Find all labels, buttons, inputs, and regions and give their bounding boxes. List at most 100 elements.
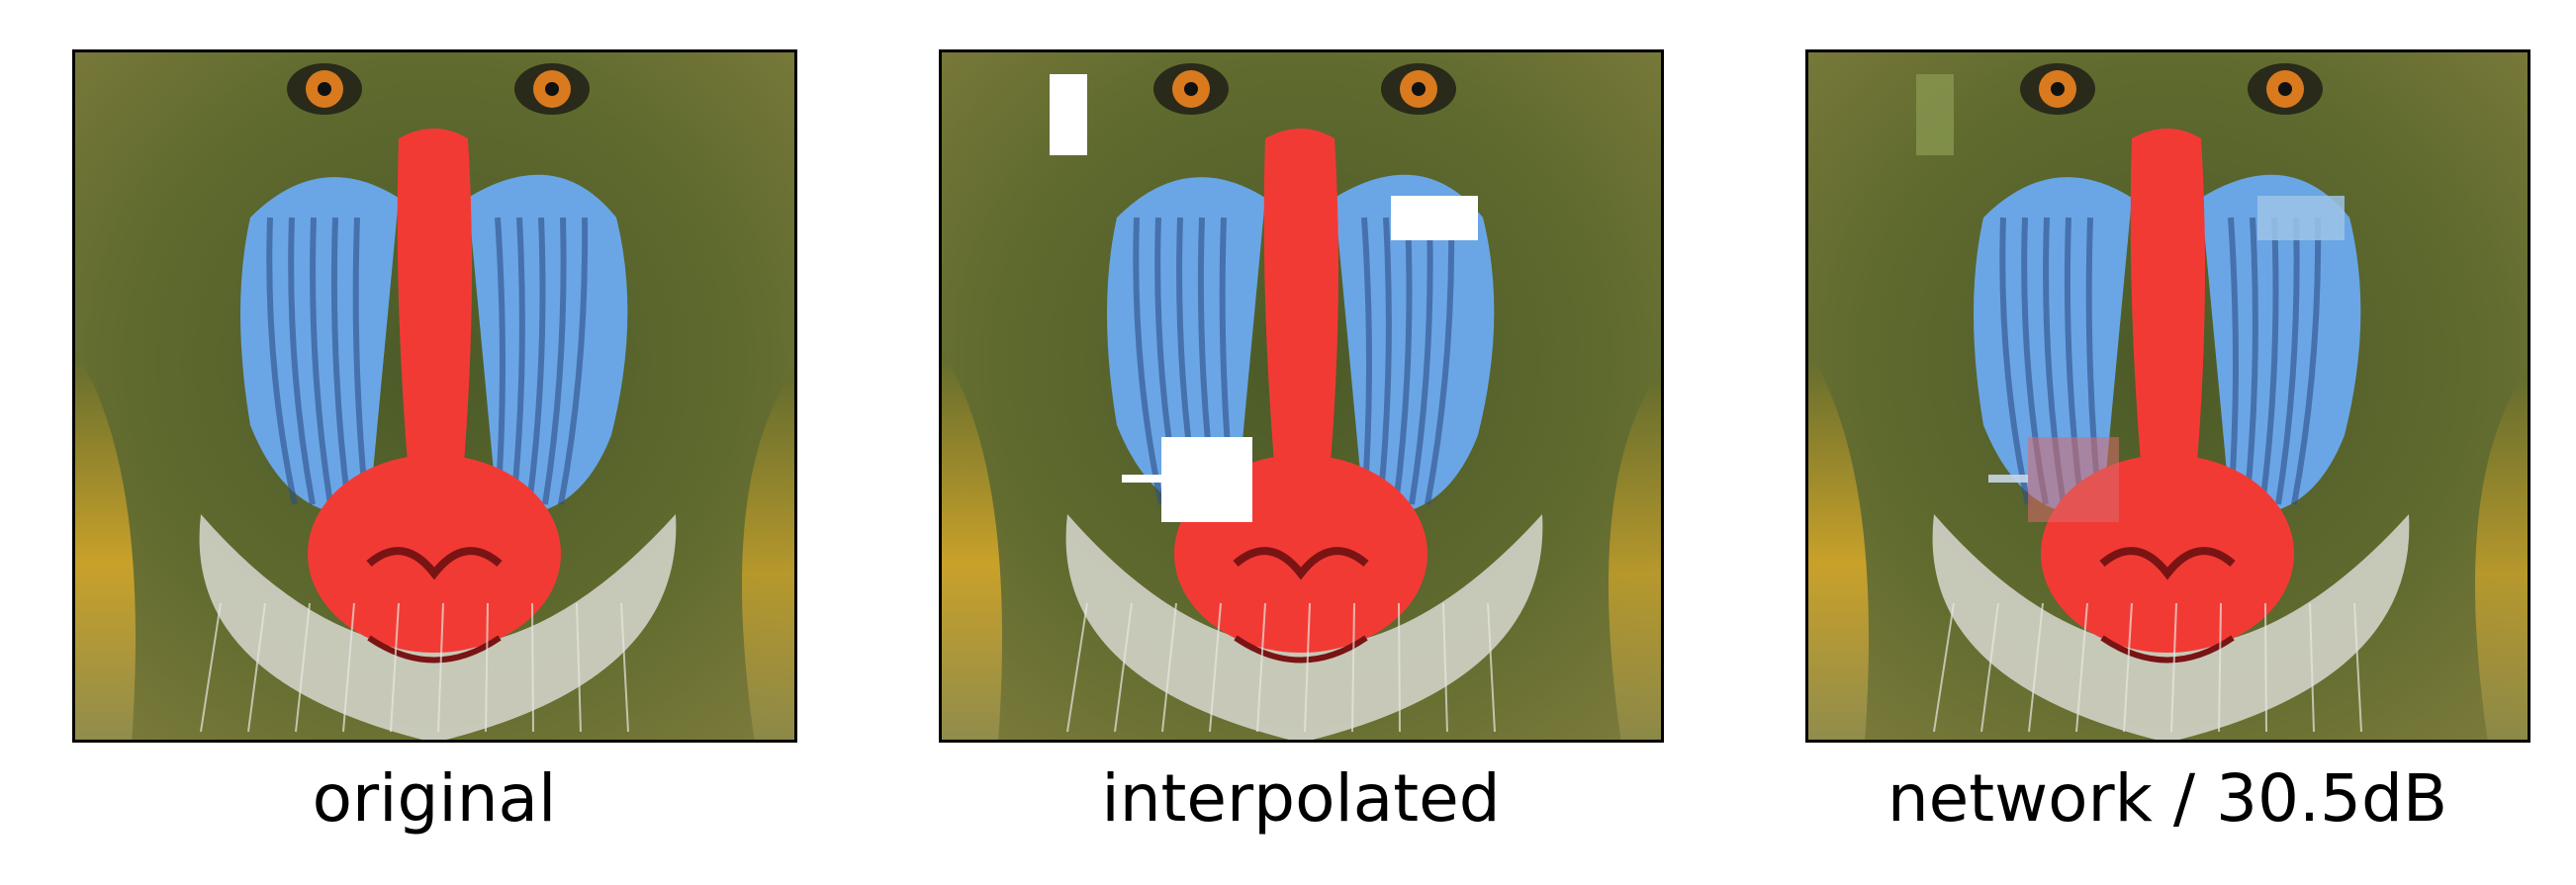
mouth: [367, 635, 502, 664]
whisker: [1161, 602, 1177, 733]
whisker: [437, 602, 444, 733]
mandrill-photo-network: [1805, 49, 2530, 743]
right-cheek-ridge: [558, 217, 589, 505]
right-yellow-fur: [2474, 366, 2530, 743]
beard: [1065, 514, 1543, 743]
right-cheek-ridge: [2275, 217, 2300, 505]
nostrils: [2099, 547, 2236, 580]
right-cheek: [1334, 174, 1495, 515]
nostrils: [1233, 547, 1369, 580]
whisker: [485, 602, 489, 733]
right-cheek: [468, 174, 628, 515]
caption-interpolated: interpolated: [1101, 760, 1501, 837]
left-cheek-ridge: [352, 217, 369, 505]
whisker: [295, 602, 311, 733]
whisker: [1256, 602, 1266, 733]
missing-region-1: [1050, 74, 1087, 155]
caption-original: original: [312, 760, 557, 837]
whisker: [2218, 602, 2222, 733]
beard: [199, 514, 677, 743]
whisker: [1487, 602, 1496, 733]
right-pupil: [2278, 82, 2292, 96]
right-cheek-ridge: [2259, 217, 2279, 505]
right-cheek-ridge: [1377, 217, 1392, 505]
whisker: [2170, 602, 2177, 733]
beard: [1932, 514, 2410, 743]
inpainted-region-3: [2028, 437, 2119, 522]
image-frame: [1805, 49, 2530, 743]
left-cheek-ridge: [1999, 217, 2031, 505]
whisker: [390, 602, 400, 733]
right-pupil: [1412, 82, 1426, 96]
whisker: [531, 602, 534, 733]
whisker: [200, 602, 222, 733]
image-panel-original: [72, 49, 797, 743]
right-yellow-fur: [1608, 366, 1664, 743]
left-cheek-ridge: [330, 217, 351, 505]
right-cheek-ridge: [1409, 217, 1433, 505]
nostrils: [366, 547, 503, 580]
whisker: [620, 602, 629, 733]
inpainted-region-4: [1988, 475, 2028, 483]
whisker: [2264, 602, 2267, 733]
left-cheek-ridge: [1133, 217, 1164, 505]
whisker: [2028, 602, 2044, 733]
image-frame: [72, 49, 797, 743]
whisker: [2123, 602, 2133, 733]
right-yellow-fur: [741, 366, 797, 743]
whisker: [1114, 602, 1133, 733]
right-cheek-ridge: [1393, 217, 1413, 505]
right-pupil: [545, 82, 559, 96]
left-pupil: [318, 82, 331, 96]
right-cheek-ridge: [495, 217, 506, 505]
nose-ridge: [2130, 129, 2205, 475]
muzzle: [308, 455, 561, 653]
whisker: [1066, 602, 1088, 733]
right-cheek-ridge: [510, 217, 525, 505]
whisker: [342, 602, 355, 733]
whisker: [1933, 602, 1955, 733]
right-cheek-ridge: [2291, 217, 2322, 505]
missing-region-3: [1161, 437, 1252, 522]
image-panel-interpolated: [939, 49, 1664, 743]
mandrill-photo-original: [72, 49, 797, 743]
right-cheek: [2201, 174, 2361, 515]
missing-region-4: [1122, 475, 1161, 483]
whisker: [1351, 602, 1355, 733]
left-pupil: [2051, 82, 2065, 96]
left-yellow-fur: [72, 346, 136, 743]
whisker: [576, 602, 582, 733]
whisker: [2309, 602, 2315, 733]
left-cheek-ridge: [266, 217, 298, 505]
nose-ridge: [397, 129, 472, 475]
whisker: [1980, 602, 1999, 733]
mouth: [1234, 635, 1368, 664]
left-yellow-fur: [1805, 346, 1869, 743]
left-pupil: [1184, 82, 1198, 96]
inpainted-region-2: [2257, 196, 2345, 240]
whisker: [1209, 602, 1222, 733]
caption-network: network / 30.5dB: [1886, 760, 2448, 837]
image-panel-network: [1805, 49, 2530, 743]
right-cheek-ridge: [2244, 217, 2258, 505]
nose-ridge: [1263, 129, 1338, 475]
whisker: [247, 602, 266, 733]
right-cheek-ridge: [1425, 217, 1455, 505]
left-cheek-ridge: [288, 217, 316, 505]
whisker: [2353, 602, 2362, 733]
mouth: [2100, 635, 2235, 664]
inpainted-region-1: [1916, 74, 1954, 155]
whisker: [1304, 602, 1311, 733]
right-cheek-ridge: [526, 217, 546, 505]
left-cheek-ridge: [310, 217, 333, 505]
image-frame: [939, 49, 1664, 743]
right-cheek-ridge: [542, 217, 567, 505]
whisker: [1398, 602, 1401, 733]
right-cheek-ridge: [2228, 217, 2239, 505]
left-yellow-fur: [939, 346, 1002, 743]
whisker: [2075, 602, 2088, 733]
missing-region-2: [1391, 196, 1478, 240]
mandrill-photo-interpolated: [939, 49, 1664, 743]
whisker: [1442, 602, 1448, 733]
right-cheek-ridge: [1361, 217, 1372, 505]
